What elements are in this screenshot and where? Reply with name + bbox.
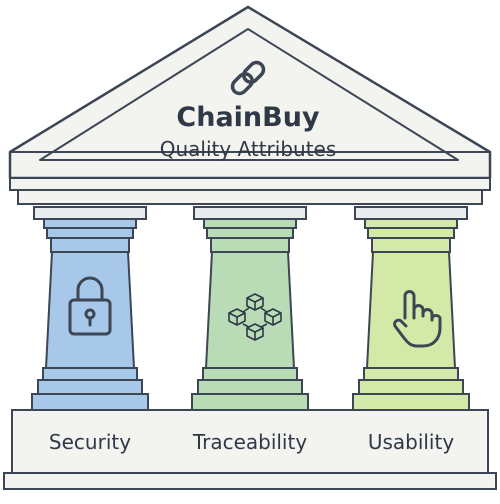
pillar-usability bbox=[352, 206, 470, 411]
pillar-capital-top bbox=[354, 206, 468, 220]
pillar-label-usability: Usability bbox=[368, 430, 455, 454]
pillar-label-security: Security bbox=[49, 430, 131, 454]
chain-link-icon bbox=[230, 60, 266, 96]
diagram-title: ChainBuy bbox=[176, 102, 320, 133]
pillar-capital-top bbox=[33, 206, 147, 220]
roof bbox=[8, 5, 492, 180]
pillar-plinth bbox=[191, 393, 309, 411]
pillar-shaft bbox=[204, 251, 296, 369]
pillar-capital-ring bbox=[367, 227, 455, 239]
diagram-subtitle: Quality Attributes bbox=[160, 137, 337, 161]
pillar-base-ring-2 bbox=[197, 379, 303, 395]
pillar-capital-ring bbox=[46, 227, 134, 239]
pillar-capital-band bbox=[203, 218, 297, 229]
pointing-hand-icon bbox=[393, 290, 442, 348]
pillar-traceability bbox=[191, 206, 309, 411]
pillar-base-ring bbox=[202, 367, 298, 381]
pillar-base-ring-2 bbox=[37, 379, 143, 395]
pillar-capital-top bbox=[193, 206, 307, 220]
pillar-security bbox=[31, 206, 149, 411]
pillar-neck bbox=[371, 237, 451, 253]
roof-inner bbox=[39, 28, 459, 161]
pillar-neck bbox=[210, 237, 290, 253]
pillar-capital-band bbox=[43, 218, 137, 229]
entablature bbox=[9, 177, 491, 205]
pillar-plinth bbox=[352, 393, 470, 411]
temple-base bbox=[3, 409, 497, 490]
pillar-base-ring bbox=[42, 367, 138, 381]
pillar-base-ring-2 bbox=[358, 379, 464, 395]
pillar-shaft bbox=[365, 251, 457, 369]
pillar-base-ring bbox=[363, 367, 459, 381]
padlock-icon bbox=[68, 276, 112, 336]
pillar-capital-ring bbox=[206, 227, 294, 239]
blockchain-cubes-icon bbox=[228, 293, 282, 341]
pillar-plinth bbox=[31, 393, 149, 411]
pillar-label-traceability: Traceability bbox=[192, 430, 308, 454]
pillar-capital-band bbox=[364, 218, 458, 229]
pillar-neck bbox=[50, 237, 130, 253]
